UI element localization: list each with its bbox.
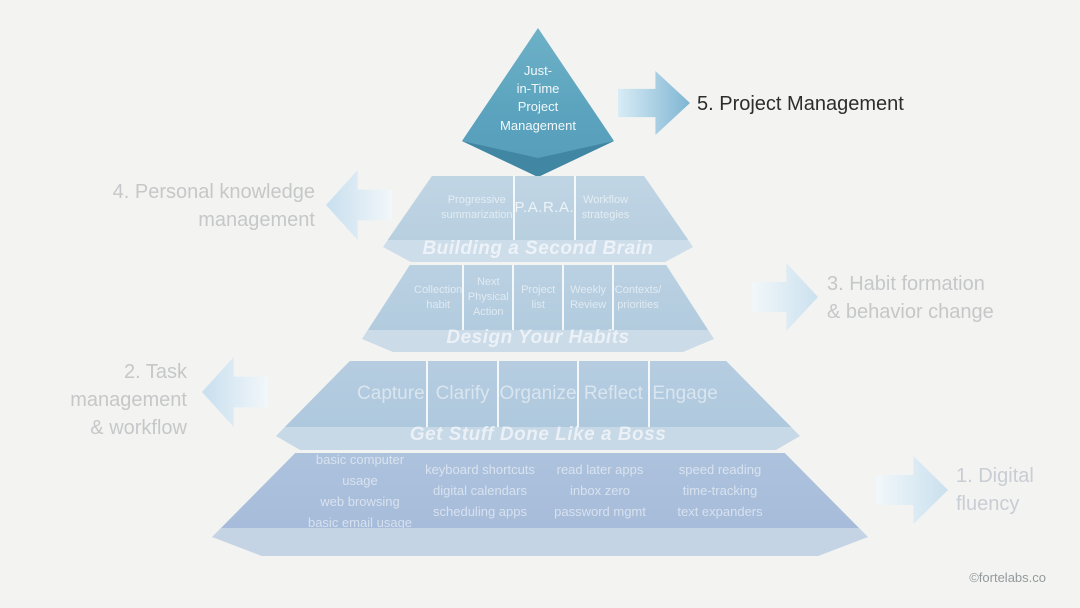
level-5-label: 5. Project Management	[697, 93, 904, 115]
level-4-cell: Workflow strategies	[581, 194, 630, 221]
level-3-cell: Next Physical Action	[467, 276, 509, 318]
level-4-cell: Progressive summarization	[441, 194, 513, 221]
level-2-cell: Capture	[357, 383, 425, 405]
level-3-cell: Project list	[521, 283, 556, 311]
cell-divider	[512, 176, 515, 240]
level-3-slice: Collection habit Next Physical Action Pr…	[362, 265, 714, 352]
level-4-cell: P.A.R.A.	[514, 198, 575, 216]
cell-divider	[425, 361, 428, 427]
level-3-label: 3. Habit formation & behavior change	[827, 273, 994, 323]
level-4-label: 4. Personal knowledge management	[112, 181, 315, 231]
level-2-cell: Reflect	[583, 383, 643, 405]
cell-divider	[576, 361, 579, 427]
level-3-face: Collection habit Next Physical Action Pr…	[367, 265, 709, 330]
cell-divider	[512, 265, 515, 330]
arrow-right-icon	[752, 263, 818, 331]
arrow-right-icon	[618, 71, 690, 135]
cell-divider	[648, 361, 651, 427]
level-1-skill-column: speed reading time-tracking text expande…	[677, 462, 763, 519]
level-2-band-title: Get Stuff Done Like a Boss	[409, 424, 667, 445]
level-1-skill-column: read later apps inbox zero password mgmt	[554, 462, 646, 519]
level-4-band-title: Building a Second Brain	[422, 238, 654, 259]
level-1-label: 1. Digital fluency	[956, 465, 1034, 515]
brand-credit: ©fortelabs.co	[969, 570, 1046, 585]
pyramid-apex: Just- in-Time Project Management	[462, 28, 614, 178]
level-1-face: basic computer usage web browsing basic …	[221, 453, 859, 528]
cell-divider	[562, 265, 565, 330]
level-2-cell: Engage	[652, 383, 718, 405]
level-1-slice: basic computer usage web browsing basic …	[212, 453, 868, 556]
apex-label: Just- in-Time Project Management	[500, 63, 576, 133]
cell-divider	[462, 265, 465, 330]
level-2-cell: Organize	[499, 383, 577, 405]
level-4-slice: Progressive summarization P.A.R.A. Workf…	[383, 176, 693, 262]
arrow-right-icon	[876, 456, 948, 524]
level-1-skill-column: keyboard shortcuts digital calendars sch…	[425, 462, 535, 519]
cell-divider	[497, 361, 500, 427]
level-3-cell: Collection habit	[414, 283, 463, 311]
level-3-cell: Weekly Review	[570, 283, 607, 311]
arrow-left-icon	[202, 357, 268, 427]
level-4-face: Progressive summarization P.A.R.A. Workf…	[387, 176, 689, 240]
level-3-cell: Contexts/ priorities	[614, 283, 662, 311]
level-2-face: Capture Clarify Organize Reflect Engage	[284, 361, 792, 427]
level-2-slice: Capture Clarify Organize Reflect Engage …	[276, 361, 800, 450]
level-3-band-title: Design Your Habits	[446, 327, 630, 348]
level-2-cell: Clarify	[435, 383, 490, 405]
level-2-label: 2. Task management & workflow	[70, 361, 187, 439]
cell-divider	[612, 265, 615, 330]
cell-divider	[574, 176, 577, 240]
level-1-skill-column: basic computer usage web browsing basic …	[307, 451, 413, 530]
